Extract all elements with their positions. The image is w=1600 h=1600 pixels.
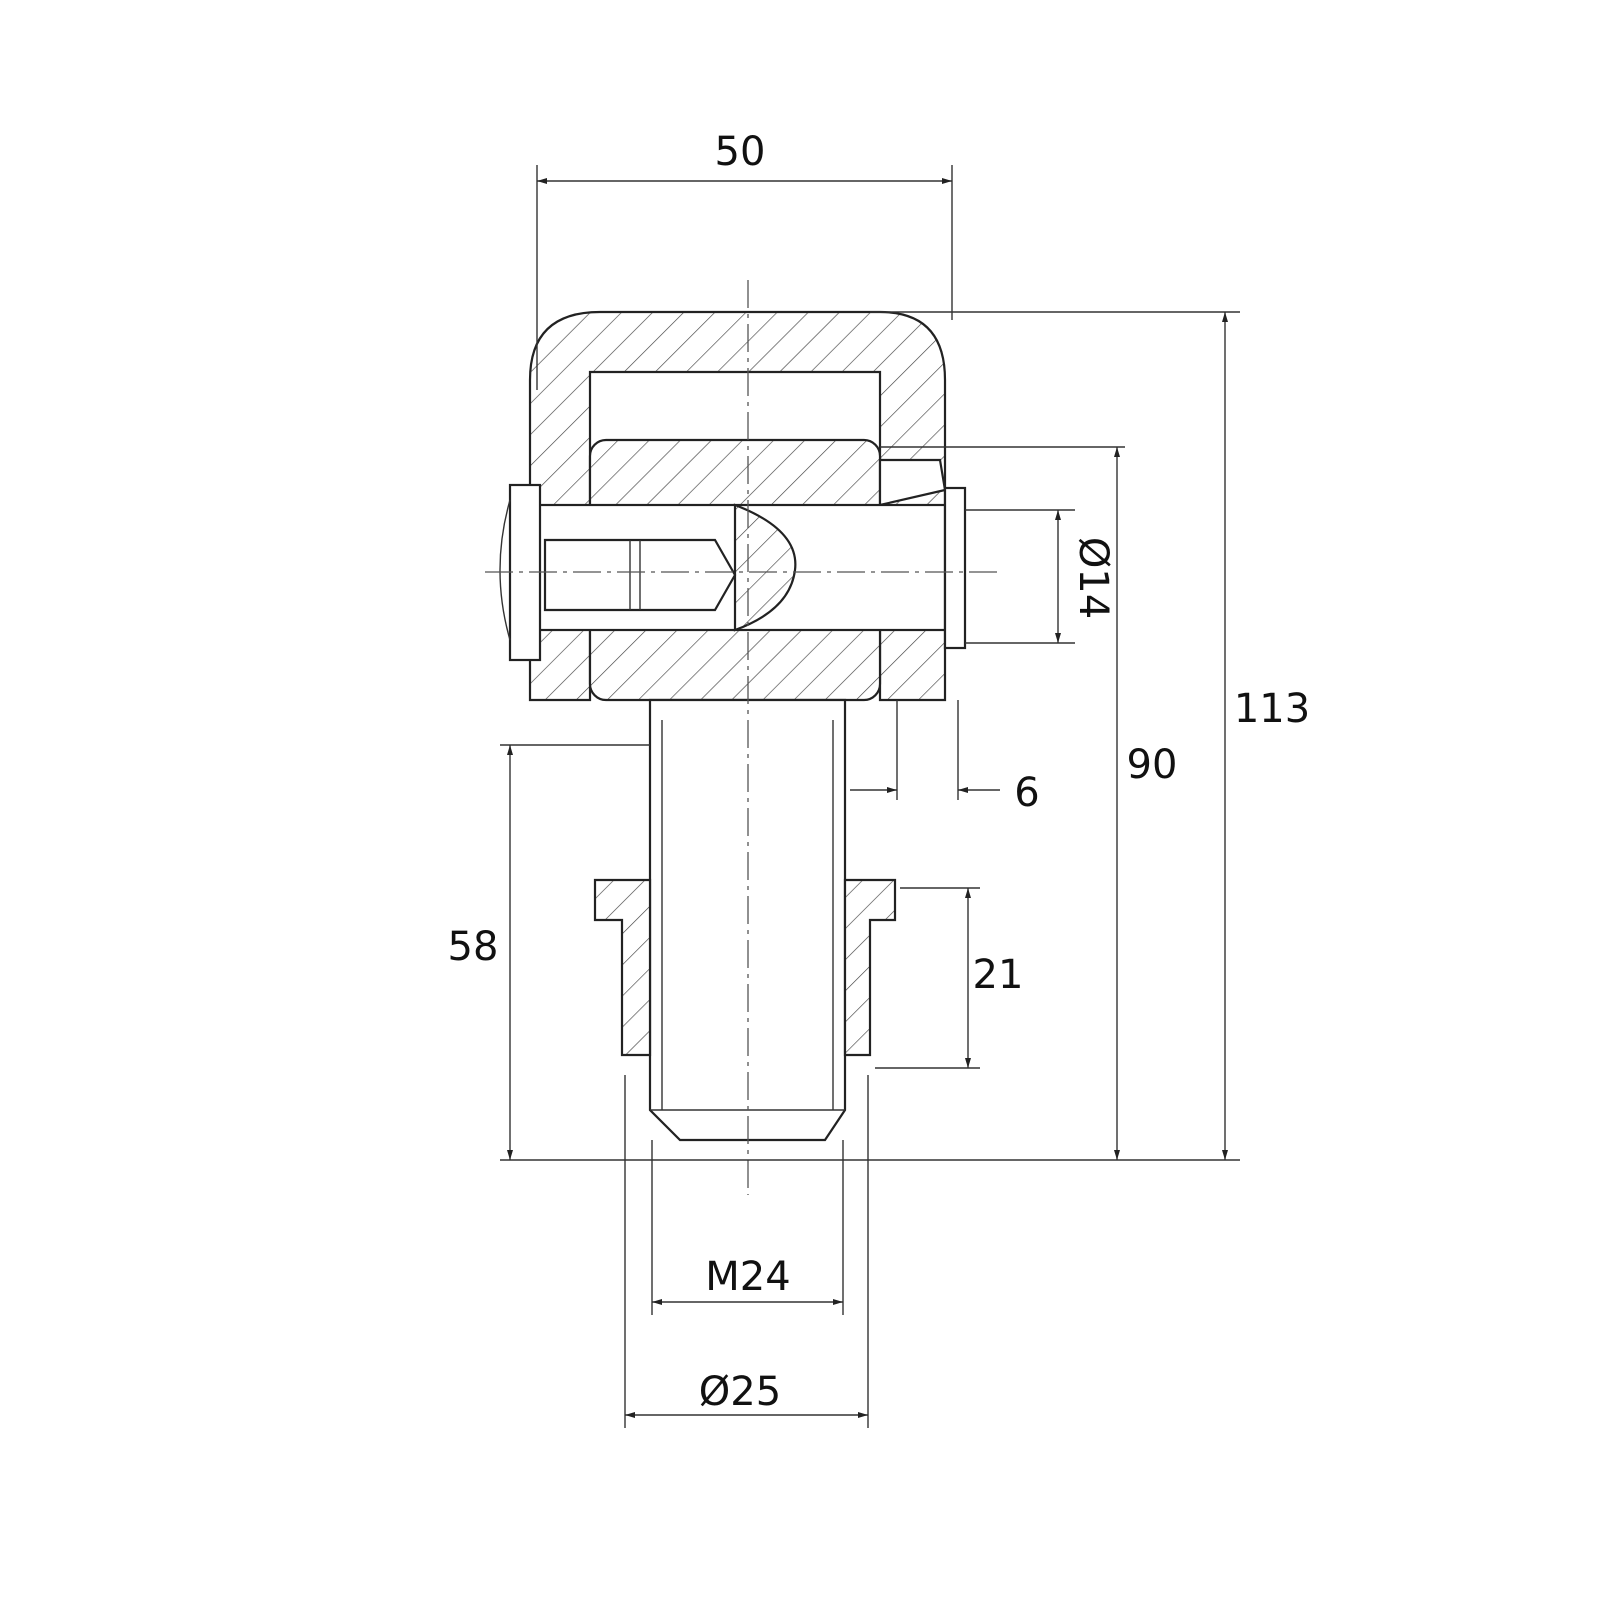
pin-hatch-section [733,503,797,632]
dim-thread-size: M24 [705,1254,790,1300]
nut-right [843,878,897,1057]
dim-total-height: 113 [1234,686,1310,732]
dim-thread-length: 58 [448,924,499,970]
dim-offset: 6 [1014,770,1039,816]
dim-nut-diameter: Ø25 [699,1369,781,1415]
dim-pin-diameter: Ø14 [1070,537,1116,619]
dim-width-top: 50 [715,129,766,175]
dim-nut-height: 21 [973,952,1024,998]
pin-head-right [943,486,967,650]
pin-head-dome [499,499,511,641]
dim-eye-height: 90 [1127,742,1178,788]
nut-left [593,878,652,1057]
